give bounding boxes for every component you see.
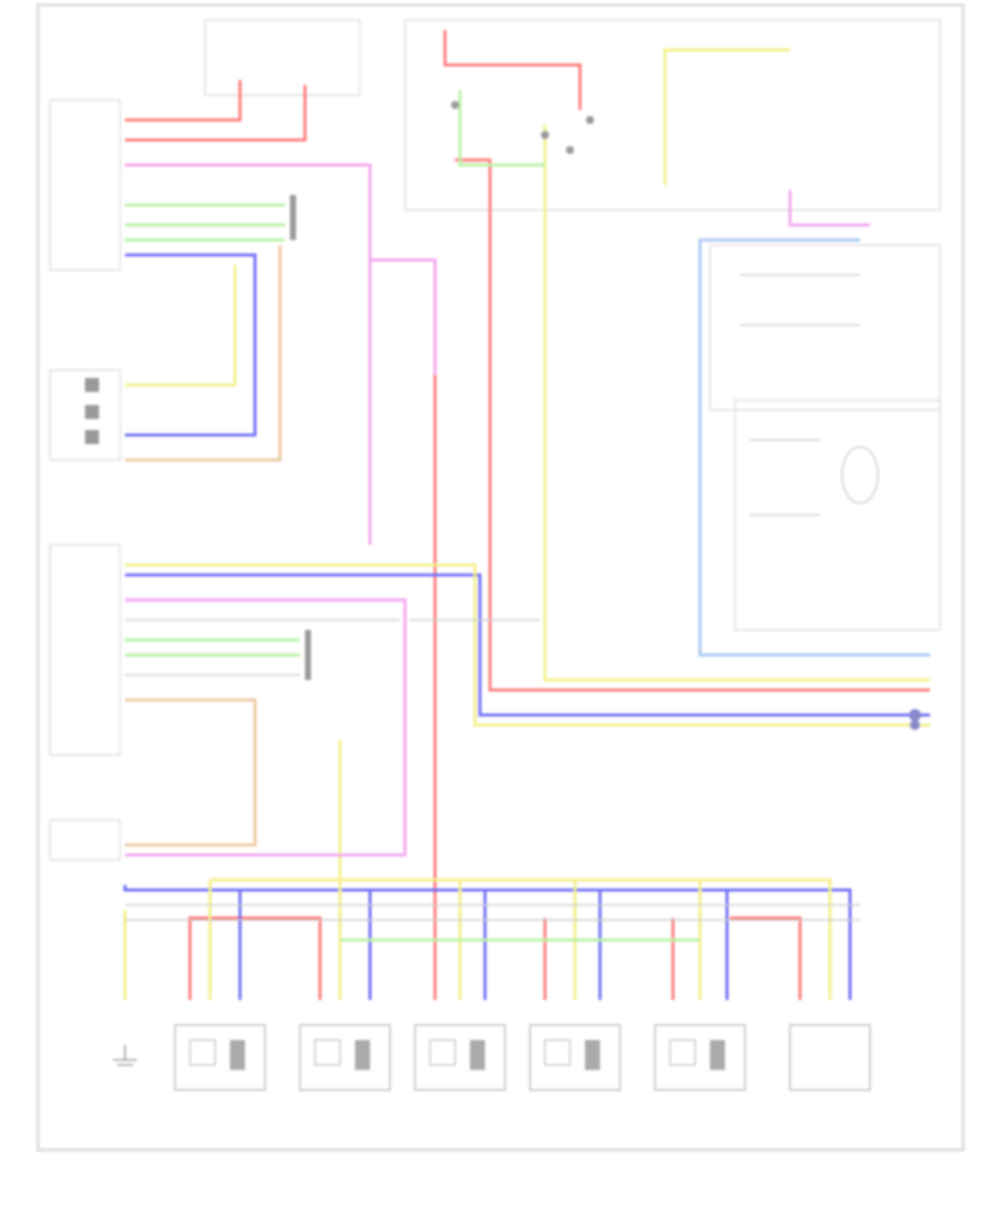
module-block-box-2 [49,819,121,861]
module-block-box [49,544,121,756]
lightblue-wire [698,238,930,657]
fuse-box-left [204,19,361,96]
gray-wires [125,274,860,921]
blue-wires [123,253,930,1000]
red-wires [125,30,930,1000]
right-terminals [909,709,921,730]
yellow-wires [123,48,930,1000]
ground-symbol [113,1045,137,1066]
green-wires [125,90,700,942]
unit-box-3 [414,1024,506,1091]
unit-box-1 [174,1024,266,1091]
orange-wires [125,245,282,847]
connector-block-box [49,369,121,461]
bottom-units [174,1024,871,1091]
right-motor-box [734,399,941,631]
unit-box-5 [654,1024,746,1091]
unit-box-4 [529,1024,621,1091]
pink-wires [125,163,870,857]
motor-symbol [841,446,879,504]
unit-box-2 [299,1024,391,1091]
unit-box-6 [789,1024,871,1091]
right-module-box [709,244,941,411]
relay-box [404,19,941,211]
switch-block-box [49,99,121,271]
diagram-frame [36,3,965,1152]
relay-contacts [451,101,594,154]
connector-pins [85,195,311,680]
